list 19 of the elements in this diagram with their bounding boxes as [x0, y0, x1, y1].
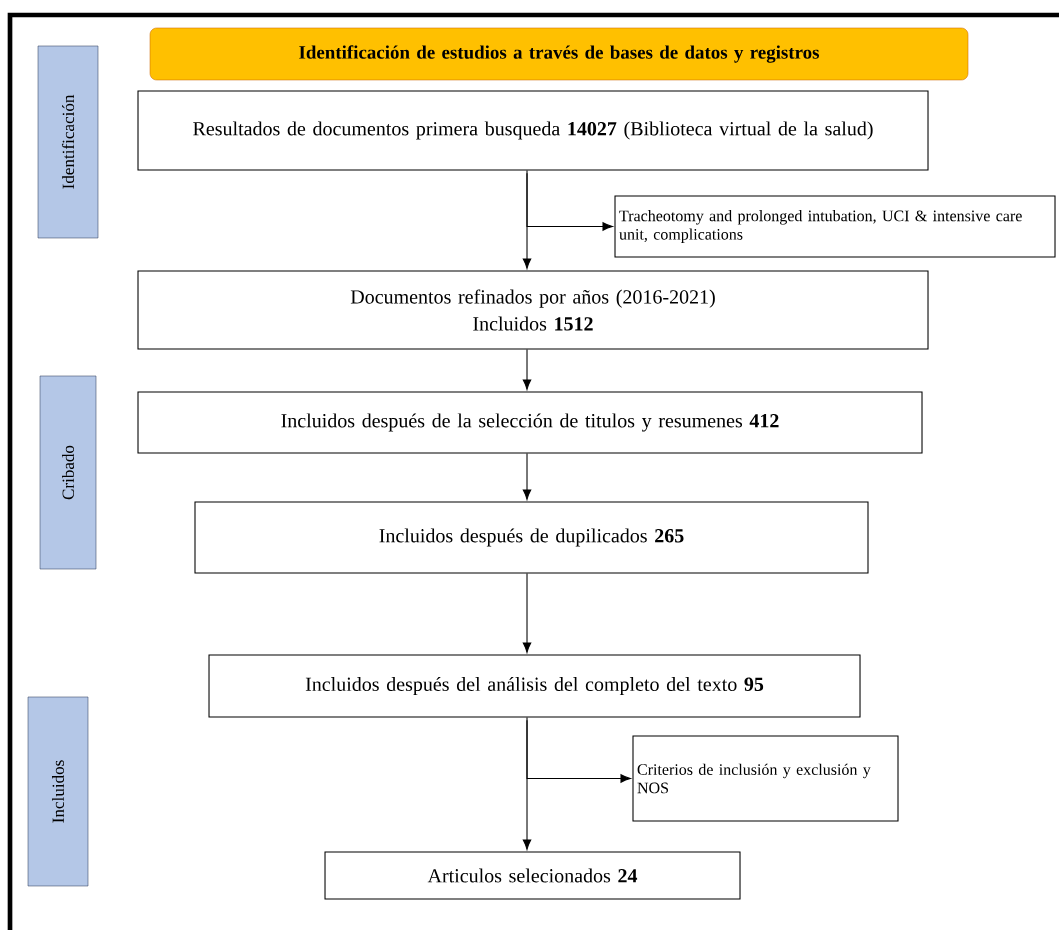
process-box: Documentos refinados por años (2016-2021) Incluidos 1512	[137, 270, 929, 350]
stage-label: Incluidos	[27, 696, 89, 887]
arrow	[522, 717, 532, 850]
arrow	[522, 170, 532, 269]
stage-label: Identificación	[37, 45, 99, 239]
arrow	[526, 719, 631, 783]
note-box: Tracheotomy and prolonged intubation, UCI & intensive care unit, complications	[614, 195, 1056, 258]
arrow	[522, 349, 532, 390]
section-header: Identificación de estudios a través de bases de datos y registros	[149, 27, 969, 81]
process-box: Incluidos después del análisis del completo del texto 95	[208, 654, 861, 718]
process-box: Articulos selecionados 24	[324, 851, 741, 900]
arrow	[522, 453, 532, 500]
stage-label: Cribado	[39, 375, 97, 570]
process-box: Incluidos después de dupilicados 265	[194, 501, 869, 574]
process-box: Resultados de documentos primera busqueda 14027 (Biblioteca virtual de la salud)	[137, 90, 929, 171]
process-box: Incluidos después de la selección de titulos y resumenes 412	[137, 391, 923, 454]
note-box: Criterios de inclusión y exclusión y NOS	[632, 735, 899, 822]
arrow	[522, 573, 532, 653]
arrow	[526, 172, 613, 231]
